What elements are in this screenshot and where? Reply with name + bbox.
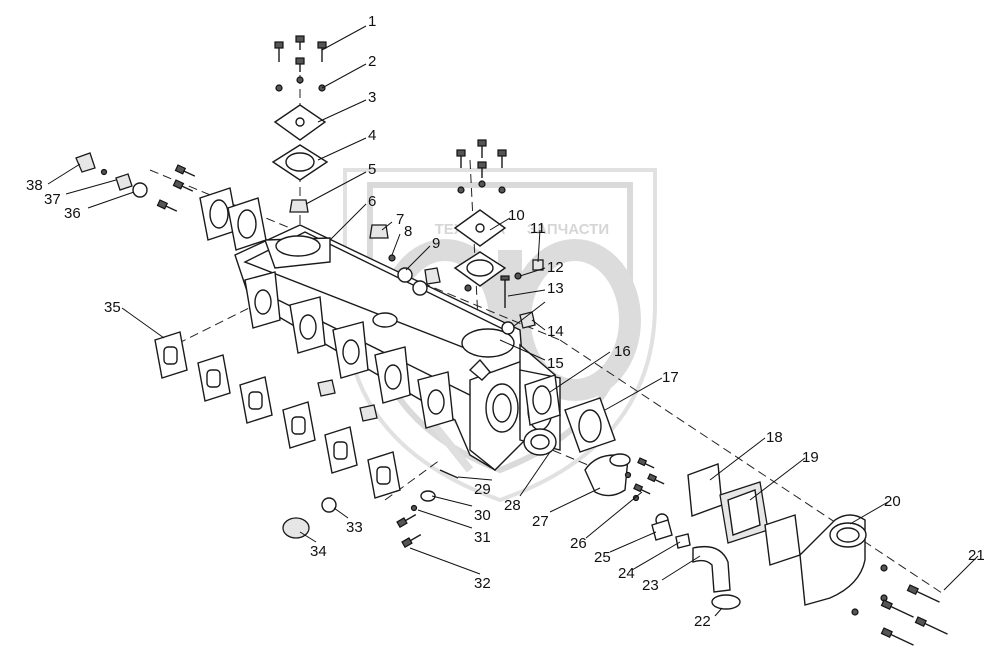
- bolt: [274, 41, 284, 62]
- callout-4: 4: [368, 127, 376, 144]
- gasket-18: [687, 463, 723, 517]
- callout-15: 15: [547, 355, 564, 372]
- callout-22: 22: [694, 613, 711, 630]
- callout-25: 25: [594, 549, 611, 566]
- callout-12: 12: [547, 259, 564, 276]
- connector-25: [651, 519, 673, 541]
- clamp-22: [711, 594, 741, 610]
- plug-5: [289, 199, 309, 213]
- bolt: [295, 57, 305, 72]
- callout-31: 31: [474, 529, 491, 546]
- callout-26: 26: [570, 535, 587, 552]
- callout-2: 2: [368, 53, 376, 70]
- callout-19: 19: [802, 449, 819, 466]
- callout-33: 33: [346, 519, 363, 536]
- hose-23: [692, 545, 731, 593]
- left-end-fittings: [75, 152, 267, 251]
- callout-36: 36: [64, 205, 81, 222]
- callout-35: 35: [104, 299, 121, 316]
- callout-17: 17: [662, 369, 679, 386]
- callout-24: 24: [618, 565, 635, 582]
- port-gaskets: [154, 331, 401, 499]
- callout-16: 16: [614, 343, 631, 360]
- callout-23: 23: [642, 577, 659, 594]
- fitting-37: [115, 173, 133, 191]
- callout-32: 32: [474, 575, 491, 592]
- callout-21: 21: [968, 547, 985, 564]
- bolt: [317, 41, 327, 62]
- callout-30: 30: [474, 507, 491, 524]
- fittings-7-9: [369, 224, 441, 296]
- callout-14: 14: [547, 323, 564, 340]
- outlet-assembly: [523, 374, 665, 502]
- callout-34: 34: [310, 543, 327, 560]
- watermark-right-word: ЗАПЧАСТИ: [527, 221, 609, 238]
- manifold-ports: [244, 271, 454, 429]
- bolt: [295, 35, 305, 50]
- callout-3: 3: [368, 89, 376, 106]
- callout-18: 18: [766, 429, 783, 446]
- middle-cover-assembly: [453, 139, 544, 335]
- callout-8: 8: [404, 223, 412, 240]
- callout-6: 6: [368, 193, 376, 210]
- callout-1: 1: [368, 13, 376, 30]
- fitting-24: [675, 533, 691, 549]
- callout-27: 27: [532, 513, 549, 530]
- lower-fittings: [282, 379, 459, 549]
- callout-9: 9: [432, 235, 440, 252]
- washer-36: [132, 182, 148, 198]
- callout-28: 28: [504, 497, 521, 514]
- callout-11: 11: [530, 220, 546, 237]
- callout-38: 38: [26, 177, 43, 194]
- callout-37: 37: [44, 191, 61, 208]
- leader-lines: [47, 25, 979, 617]
- callout-29: 29: [474, 481, 491, 498]
- callout-5: 5: [368, 161, 376, 178]
- callout-20: 20: [884, 493, 901, 510]
- callout-labels: 1 2 3 4 5 6 7 8 9 10 11 12 13 14 15 16 1…: [26, 13, 985, 630]
- cap-38: [75, 152, 96, 173]
- top-cover-assembly: [271, 35, 329, 213]
- washer-33: [321, 497, 337, 513]
- callout-10: 10: [508, 207, 525, 224]
- callout-13: 13: [547, 280, 564, 297]
- callout-7: 7: [396, 211, 404, 228]
